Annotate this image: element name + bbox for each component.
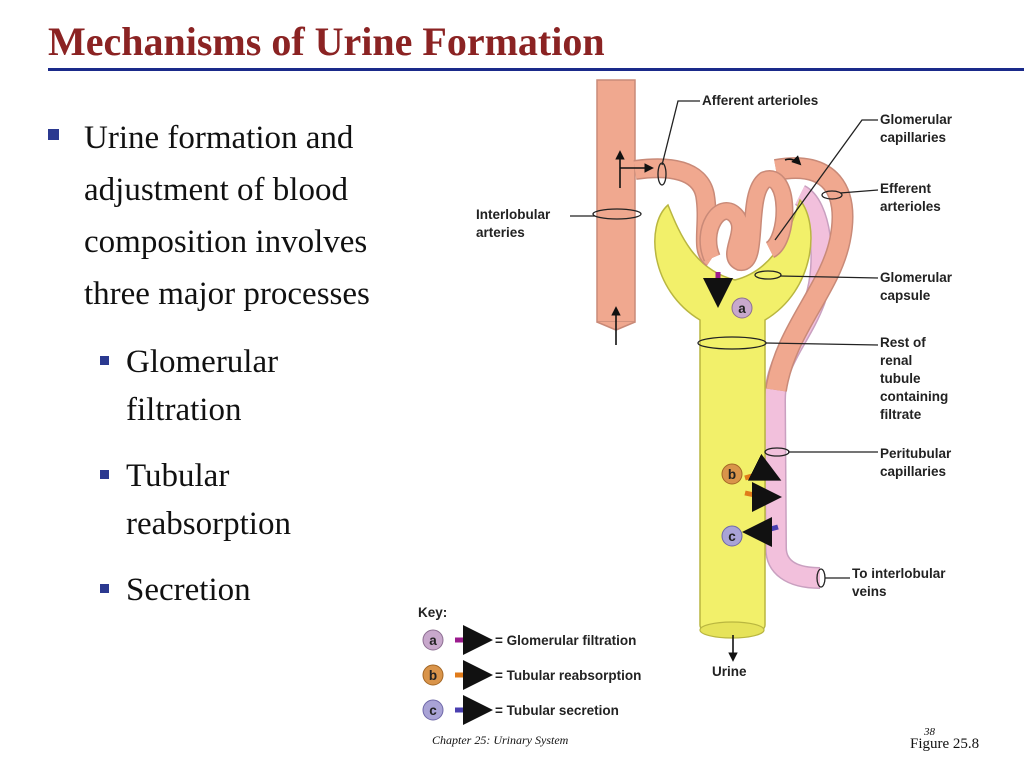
svg-text:b: b — [728, 467, 736, 482]
key-title: Key: — [418, 605, 447, 620]
label-peritubular-capillaries-2: capillaries — [880, 464, 946, 479]
bullet-square-icon — [100, 584, 109, 593]
title-underline — [48, 68, 1024, 71]
label-to-interlobular-veins-2: veins — [852, 584, 887, 599]
svg-text:b: b — [429, 668, 437, 683]
label-efferent-arterioles: Efferent — [880, 181, 932, 196]
svg-text:= Tubular reabsorption: = Tubular reabsorption — [495, 668, 641, 683]
sub-bullet-secretion: Secretion — [100, 566, 418, 614]
main-bullet: Urine formation and adjustment of blood … — [48, 112, 418, 320]
svg-text:c: c — [728, 529, 736, 544]
label-efferent-arterioles-2: arterioles — [880, 199, 941, 214]
key-item-secretion: c = Tubular secretion — [422, 695, 619, 725]
label-rest-of-tubule: Rest of — [880, 335, 926, 350]
reabsorption-arrow-2 — [744, 481, 782, 512]
bullet-square-icon — [48, 129, 59, 140]
sub-bullet-text: Secretion — [126, 572, 251, 608]
main-bullet-text: Urine formation and adjustment of blood … — [84, 120, 370, 312]
chapter-footer: Chapter 25: Urinary System — [432, 733, 569, 747]
marker-a: a — [731, 297, 753, 319]
sub-bullet-reabsorption: Tubular reabsorption — [100, 452, 418, 548]
bullet-square-icon — [100, 356, 109, 365]
svg-text:= Glomerular filtration: = Glomerular filtration — [495, 633, 636, 648]
svg-text:= Tubular secretion: = Tubular secretion — [495, 703, 619, 718]
marker-b: b — [721, 463, 743, 485]
label-glomerular-capillaries: Glomerular — [880, 112, 953, 127]
label-glomerular-capsule: Glomerular — [880, 270, 953, 285]
key-item-filtration: a = Glomerular filtration — [422, 625, 636, 655]
label-rest-of-tubule-2: renal — [880, 353, 912, 368]
label-peritubular-capillaries: Peritubular — [880, 446, 952, 461]
label-interlobular-arteries: Interlobular — [476, 207, 551, 222]
label-rest-of-tubule-3: tubule — [880, 371, 921, 386]
sub-bullet-text: Tubular reabsorption — [126, 458, 291, 542]
label-to-interlobular-veins: To interlobular — [852, 566, 946, 581]
svg-text:a: a — [429, 633, 437, 648]
key-item-reabsorption: b = Tubular reabsorption — [422, 660, 641, 690]
figure-reference: Figure 25.8 — [910, 736, 980, 752]
sub-bullet-text: Glomerular filtration — [126, 344, 279, 428]
glomerular-capillaries — [699, 170, 794, 271]
key-legend: Key: a = Glomerular filtration b = Tubul… — [418, 605, 641, 725]
reabsorption-arrow-1 — [744, 453, 782, 481]
label-glomerular-capillaries-2: capillaries — [880, 130, 946, 145]
sub-bullet-filtration: Glomerular filtration — [100, 338, 418, 434]
interlobular-artery — [596, 79, 636, 323]
bullet-list: Urine formation and adjustment of blood … — [48, 112, 418, 614]
svg-text:a: a — [738, 301, 746, 316]
bullet-square-icon — [100, 470, 109, 479]
label-glomerular-capsule-2: capsule — [880, 288, 931, 303]
label-urine: Urine — [712, 664, 747, 679]
svg-text:c: c — [429, 703, 437, 718]
marker-c: c — [721, 525, 743, 547]
page-number: 38 — [924, 726, 935, 738]
secretion-arrow — [742, 516, 779, 547]
slide-title: Mechanisms of Urine Formation — [48, 19, 605, 64]
label-rest-of-tubule-4: containing — [880, 389, 948, 404]
label-afferent-arterioles: Afferent arterioles — [702, 93, 818, 108]
label-interlobular-arteries-2: arteries — [476, 225, 525, 240]
label-rest-of-tubule-5: filtrate — [880, 407, 922, 422]
